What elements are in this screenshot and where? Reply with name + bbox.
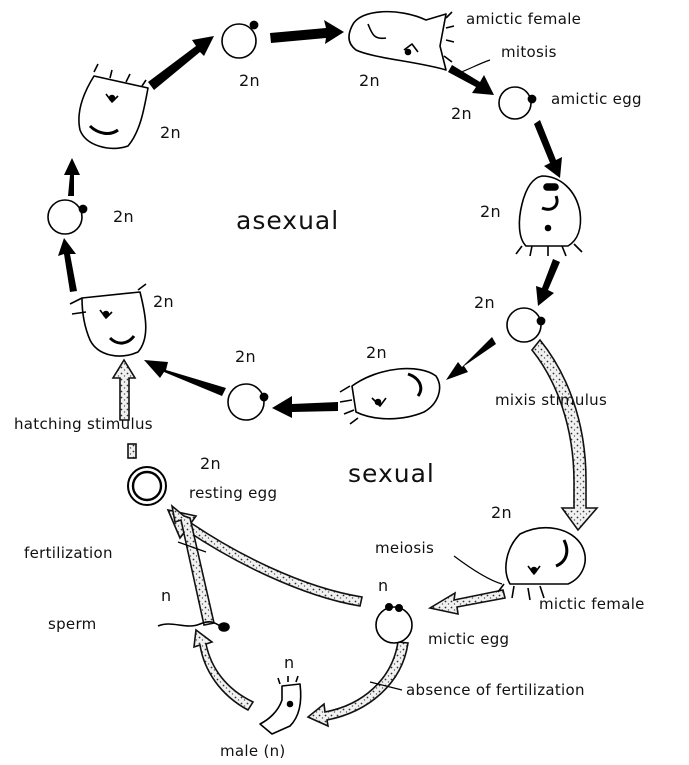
arrow-egg-to-sexual-female: [446, 337, 496, 380]
amictic-egg-bottom: [228, 384, 268, 420]
male-rotifer: [260, 676, 301, 734]
amictic-female-top: [349, 12, 454, 70]
sexual-label: sexual: [348, 461, 435, 486]
amictic-egg-label: amictic egg: [551, 92, 642, 107]
mictic-female: [498, 528, 585, 600]
hatching-stimulus-label: hatching stimulus: [14, 417, 153, 432]
arrow-female-to-amictic-egg: [448, 65, 494, 95]
ploidy-label: 2n: [113, 209, 134, 225]
meiosis-label: meiosis: [375, 541, 434, 556]
arrow-female-to-egg-left: [58, 238, 77, 292]
sperm-cell: [158, 622, 229, 631]
mictic-egg: [376, 604, 412, 643]
male-label: male (n): [220, 744, 286, 759]
ploidy-label: 2n: [239, 73, 260, 89]
amictic-egg-right: [499, 87, 536, 119]
ploidy-label: 2n: [451, 106, 472, 122]
amictic-female-bottom: [340, 369, 440, 424]
ploidy-label: 2n: [200, 456, 221, 472]
females: [70, 12, 585, 734]
female-to-mictic-egg-arrow: [430, 590, 505, 614]
male-to-sperm-arrow: [194, 630, 253, 710]
mitosis-pointer: [456, 60, 490, 74]
arrow-egg-to-amictic-female: [270, 20, 344, 44]
mictic-female-label: mictic female: [539, 597, 645, 612]
ploidy-label: 2n: [480, 204, 501, 220]
mictic-egg-label: mictic egg: [428, 632, 509, 647]
hatching-stimulus-arrow: [113, 360, 135, 420]
amictic-egg-mid-right: [507, 308, 545, 342]
asexual-label: asexual: [236, 208, 339, 233]
amictic-female-label: amictic female: [466, 12, 581, 27]
arrow-female-to-egg-top: [148, 36, 214, 90]
amictic-female-left: [70, 284, 146, 356]
resting-egg: [128, 467, 166, 505]
ploidy-label-haploid: n: [284, 655, 294, 671]
ploidy-label: 2n: [235, 349, 256, 365]
amictic-egg-top: [222, 21, 258, 58]
ploidy-label: 2n: [160, 125, 181, 141]
mixis-stimulus-label: mixis stimulus: [495, 393, 607, 408]
arrow-female-to-egg-bottom: [272, 396, 338, 418]
ploidy-label-haploid: n: [161, 588, 171, 604]
hatching-stimulus-arrow-tail: [128, 444, 136, 458]
mitosis-label: mitosis: [501, 45, 557, 60]
arrow-egg-to-female-left: [64, 158, 80, 196]
amictic-female-right: [516, 176, 582, 256]
meiosis-pointer: [454, 556, 502, 584]
fertilization-label: fertilization: [24, 546, 113, 561]
arrow-female-to-egg-right: [536, 259, 560, 306]
amictic-female-top-left: [79, 64, 148, 148]
ploidy-label: 2n: [153, 294, 174, 310]
mixis-stimulus-arrow: [532, 340, 597, 530]
ploidy-label: 2n: [359, 73, 380, 89]
absence-of-fertilization-label: absence of fertilization: [406, 683, 585, 698]
arrow-egg-to-hatched-female: [144, 360, 226, 396]
amictic-egg-left: [48, 200, 87, 234]
absence-of-fertilization-arrow: [308, 642, 408, 726]
resting-egg-label: resting egg: [189, 486, 277, 501]
ploidy-label: 2n: [474, 295, 495, 311]
ploidy-label: 2n: [491, 505, 512, 521]
ploidy-label: 2n: [366, 345, 387, 361]
sperm-label: sperm: [48, 617, 97, 632]
ploidy-label-haploid: n: [378, 578, 388, 594]
arrow-egg-to-female-right: [534, 120, 562, 178]
